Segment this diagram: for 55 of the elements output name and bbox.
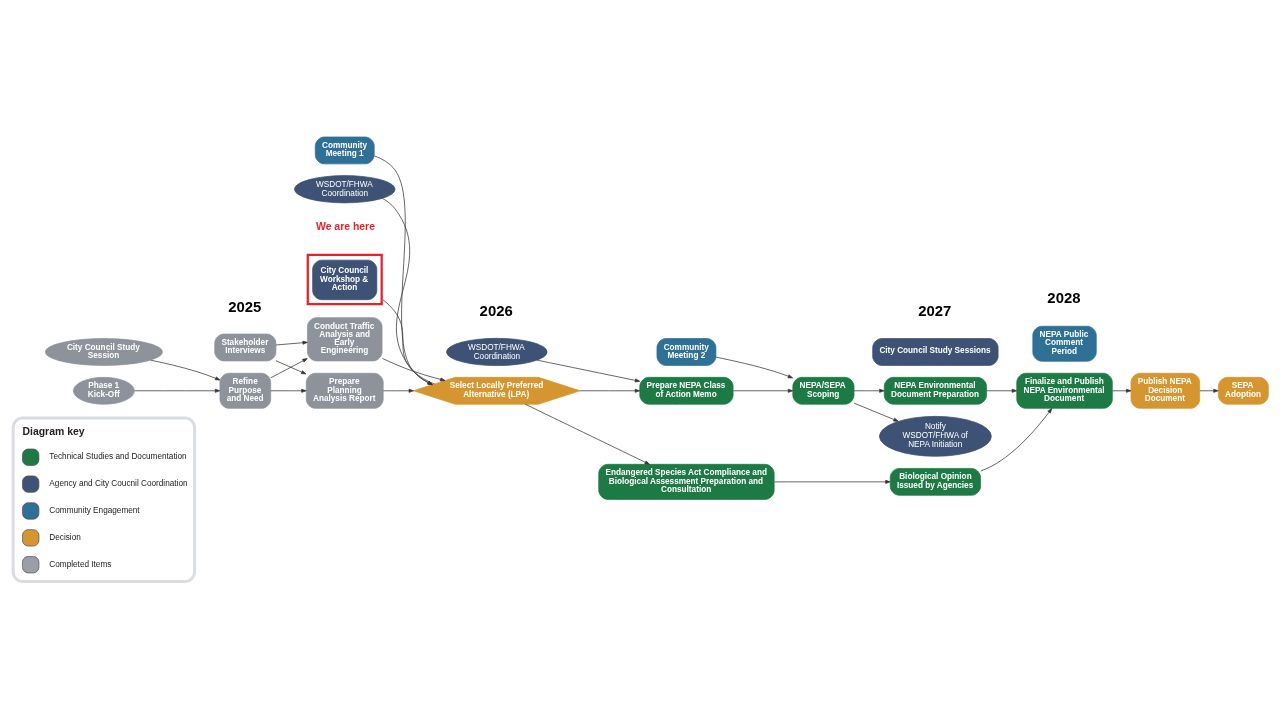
node-box: Publish NEPA Decision Document bbox=[1130, 372, 1201, 409]
arrow bbox=[381, 358, 446, 382]
arrow bbox=[1112, 388, 1132, 393]
legend-label: Decision bbox=[49, 532, 81, 542]
node-box: NEPA/SEPA Scoping bbox=[792, 377, 855, 405]
node-box: City Council Study Sessions bbox=[872, 338, 999, 366]
node-box: Stakeholder Interviews bbox=[214, 333, 277, 362]
arrow bbox=[373, 155, 433, 385]
node-box: Conduct Traffic Analysis and Early Engineering bbox=[307, 317, 383, 362]
arrow bbox=[980, 408, 1053, 472]
label: 2028 bbox=[1047, 289, 1081, 307]
node-box: SEPA Adoption bbox=[1217, 377, 1269, 405]
node-box: Prepare Planning Analysis Report bbox=[305, 372, 384, 409]
node-ellipse: Phase 1 Kick-Off bbox=[73, 377, 135, 405]
node-box: Community Meeting 2 bbox=[656, 338, 717, 366]
label: Diagram key bbox=[22, 425, 85, 437]
node-box: Community Meeting 1 bbox=[314, 136, 375, 165]
node-box: Endangered Species Act Compliance and Biological Assessment Preparation and Consultation bbox=[598, 463, 775, 500]
node-box: Finalize and Publish NEPA Environmental Document bbox=[1016, 372, 1113, 409]
arrow bbox=[270, 358, 308, 379]
arrow bbox=[382, 388, 414, 393]
arrow bbox=[986, 388, 1017, 393]
node-ellipse: WSDOT/FHWA Coordination bbox=[294, 175, 396, 204]
arrow bbox=[774, 479, 891, 484]
arrow bbox=[524, 403, 650, 465]
arrow bbox=[270, 388, 307, 393]
arrow bbox=[275, 340, 308, 346]
legend-label: Technical Studies and Documentation bbox=[49, 452, 187, 462]
node-ellipse: WSDOT/FHWA Coordination bbox=[446, 337, 548, 366]
legend-label: Agency and City Coucnil Coordination bbox=[49, 479, 188, 489]
arrow bbox=[536, 359, 641, 383]
label: 2027 bbox=[918, 302, 952, 320]
arrow bbox=[134, 388, 221, 393]
legend-label: Completed Items bbox=[49, 559, 112, 569]
node-box: City Council Workshop & Action bbox=[306, 253, 383, 306]
arrow bbox=[275, 360, 307, 375]
label: 2026 bbox=[479, 302, 513, 320]
node-box: NEPA Environmental Document Preparation bbox=[883, 377, 987, 405]
arrow bbox=[150, 359, 221, 381]
label: 2025 bbox=[228, 297, 262, 315]
node-box: Biological Opinion Issued by Agencies bbox=[889, 468, 981, 496]
node-box: Prepare NEPA Class of Action Memo bbox=[639, 377, 734, 405]
node-box: NEPA Public Comment Period bbox=[1032, 325, 1097, 362]
arrow bbox=[1199, 388, 1219, 393]
arrow bbox=[853, 388, 885, 393]
node-ellipse: City Council Study Session bbox=[44, 338, 163, 366]
label: We are here bbox=[316, 221, 375, 233]
arrow bbox=[732, 388, 794, 393]
arrow bbox=[579, 388, 641, 393]
connector bbox=[382, 299, 435, 385]
arrow bbox=[381, 198, 433, 385]
arrow bbox=[715, 356, 794, 379]
arrow bbox=[853, 402, 899, 422]
legend-label: Community Engagement bbox=[49, 506, 140, 516]
node-box: Refine Purpose and Need bbox=[219, 372, 272, 409]
